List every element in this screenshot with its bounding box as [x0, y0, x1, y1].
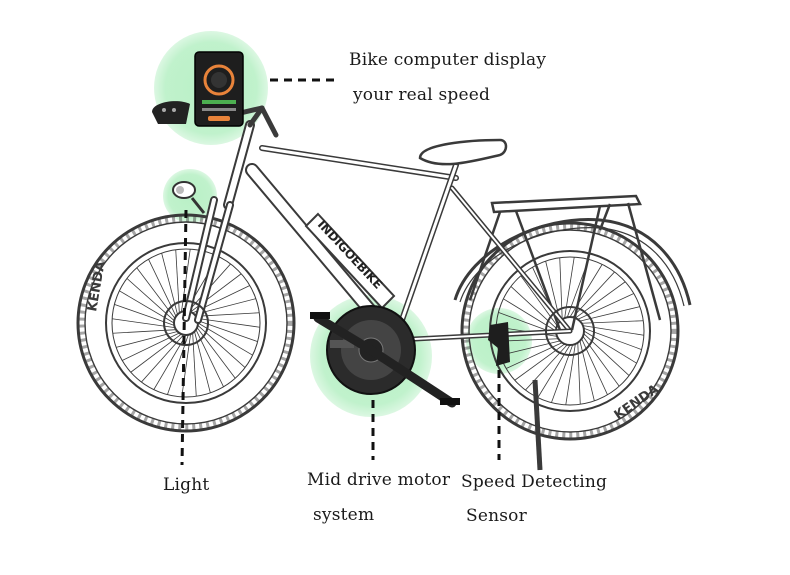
rear-fender: [453, 218, 692, 306]
wheel-spoke: [194, 331, 211, 393]
handlebar-remote-icon: [152, 101, 190, 124]
front-fork: [182, 196, 234, 324]
motor-label-line1: Mid drive motor: [307, 470, 451, 490]
wheel-spoke: [197, 318, 260, 328]
motor-label-line2: system: [313, 505, 375, 525]
bike-computer-display-icon: [194, 51, 244, 127]
mid-drive-motor-icon: [310, 305, 460, 408]
wheel-spoke: [577, 293, 634, 320]
headlight-icon: [172, 181, 206, 214]
wheel-spoke: [582, 325, 644, 336]
display-label-line2: your real speed: [353, 85, 491, 105]
wheel-spoke: [116, 331, 178, 348]
light-label: Light: [163, 475, 210, 495]
wheel-spoke: [112, 318, 175, 328]
wheel-spoke: [122, 332, 180, 361]
rear-disc: [545, 306, 595, 356]
kickstand: [532, 379, 543, 471]
wheel-spoke: [581, 338, 608, 395]
leader-lines: [180, 78, 501, 466]
front-tire-brand: KENDA: [85, 260, 109, 313]
rear-rack: [468, 194, 662, 331]
display-label-line1: Bike computer display: [349, 50, 547, 70]
wheel-spoke: [565, 343, 576, 405]
sensor-label-line2: Sensor: [466, 506, 527, 526]
wheel-spoke: [195, 329, 224, 387]
wheel-spoke: [161, 253, 178, 315]
front-wheel: [76, 213, 296, 433]
light-leader: [180, 209, 188, 466]
frame: [223, 120, 573, 347]
saddle: [418, 138, 508, 166]
sensor-label-line1: Speed Detecting: [461, 472, 608, 492]
speed-sensor-icon: [488, 322, 510, 366]
wheel-spoke: [148, 259, 177, 317]
wheel-spoke: [564, 257, 575, 319]
